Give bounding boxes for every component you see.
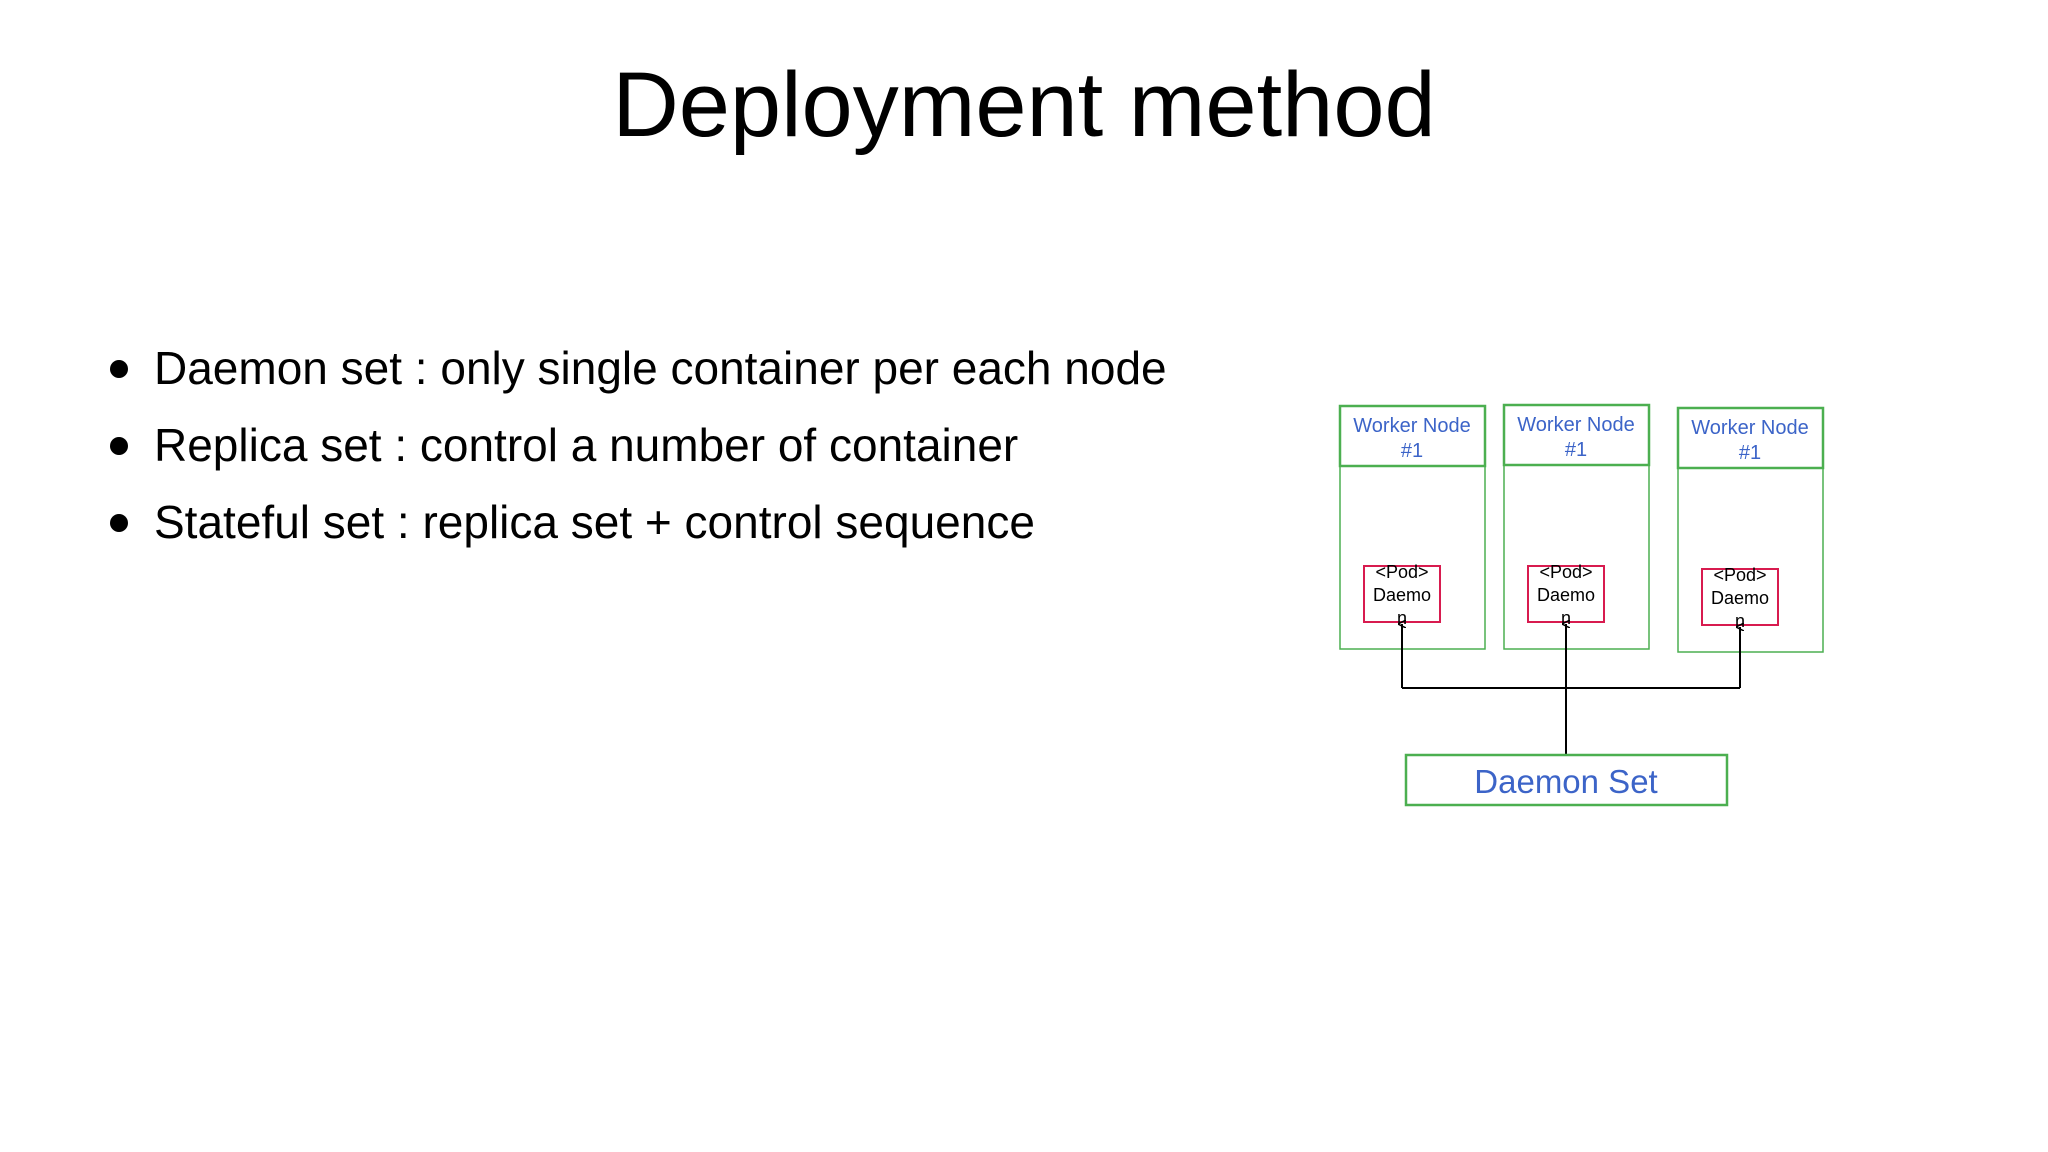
worker-node-header	[1338, 404, 1487, 468]
daemon-set-box	[1404, 753, 1729, 807]
worker-node-label: Worker Node	[1517, 414, 1634, 436]
pod-label: <Pod>	[1713, 565, 1766, 585]
worker-node-header	[1676, 406, 1825, 470]
bullet-item: Stateful set : replica set + control seq…	[110, 484, 1167, 561]
pod-name: Daemo	[1711, 588, 1769, 608]
pod-name: Daemo	[1373, 585, 1431, 605]
worker-node-1: Worker Node #1 <Pod> Daemo n	[1338, 404, 1487, 650]
bullet-dot-icon	[110, 360, 128, 378]
worker-node-2: Worker Node #1 <Pod> Daemo n	[1502, 403, 1651, 650]
daemon-set-label: Daemon Set	[1474, 763, 1657, 800]
pod-label: <Pod>	[1539, 562, 1592, 582]
pod-name-wrap: n	[1397, 608, 1407, 628]
worker-node-header	[1502, 403, 1651, 467]
worker-node-label: Worker Node	[1353, 415, 1470, 437]
pod-label: <Pod>	[1375, 562, 1428, 582]
pod-name-wrap: n	[1561, 608, 1571, 628]
worker-node-number: #1	[1401, 440, 1423, 462]
bullet-dot-icon	[110, 514, 128, 532]
slide-title: Deployment method	[612, 54, 1436, 156]
bullet-text: Daemon set : only single container per e…	[154, 342, 1167, 394]
bullet-item: Replica set : control a number of contai…	[110, 407, 1167, 484]
bullet-text: Stateful set : replica set + control seq…	[154, 496, 1035, 548]
pod-name-wrap: n	[1735, 611, 1745, 631]
worker-node-label: Worker Node	[1691, 417, 1808, 439]
worker-node-number: #1	[1565, 439, 1587, 461]
bullet-list: Daemon set : only single container per e…	[110, 330, 1167, 561]
bullet-text: Replica set : control a number of contai…	[154, 419, 1019, 471]
daemon-set-controller: Daemon Set	[1404, 753, 1729, 807]
connector-lines	[1402, 624, 1740, 755]
worker-node-number: #1	[1739, 442, 1761, 464]
bullet-item: Daemon set : only single container per e…	[110, 330, 1167, 407]
pod-name: Daemo	[1537, 585, 1595, 605]
worker-node-3: Worker Node #1 <Pod> Daemo n	[1676, 406, 1825, 653]
bullet-dot-icon	[110, 437, 128, 455]
